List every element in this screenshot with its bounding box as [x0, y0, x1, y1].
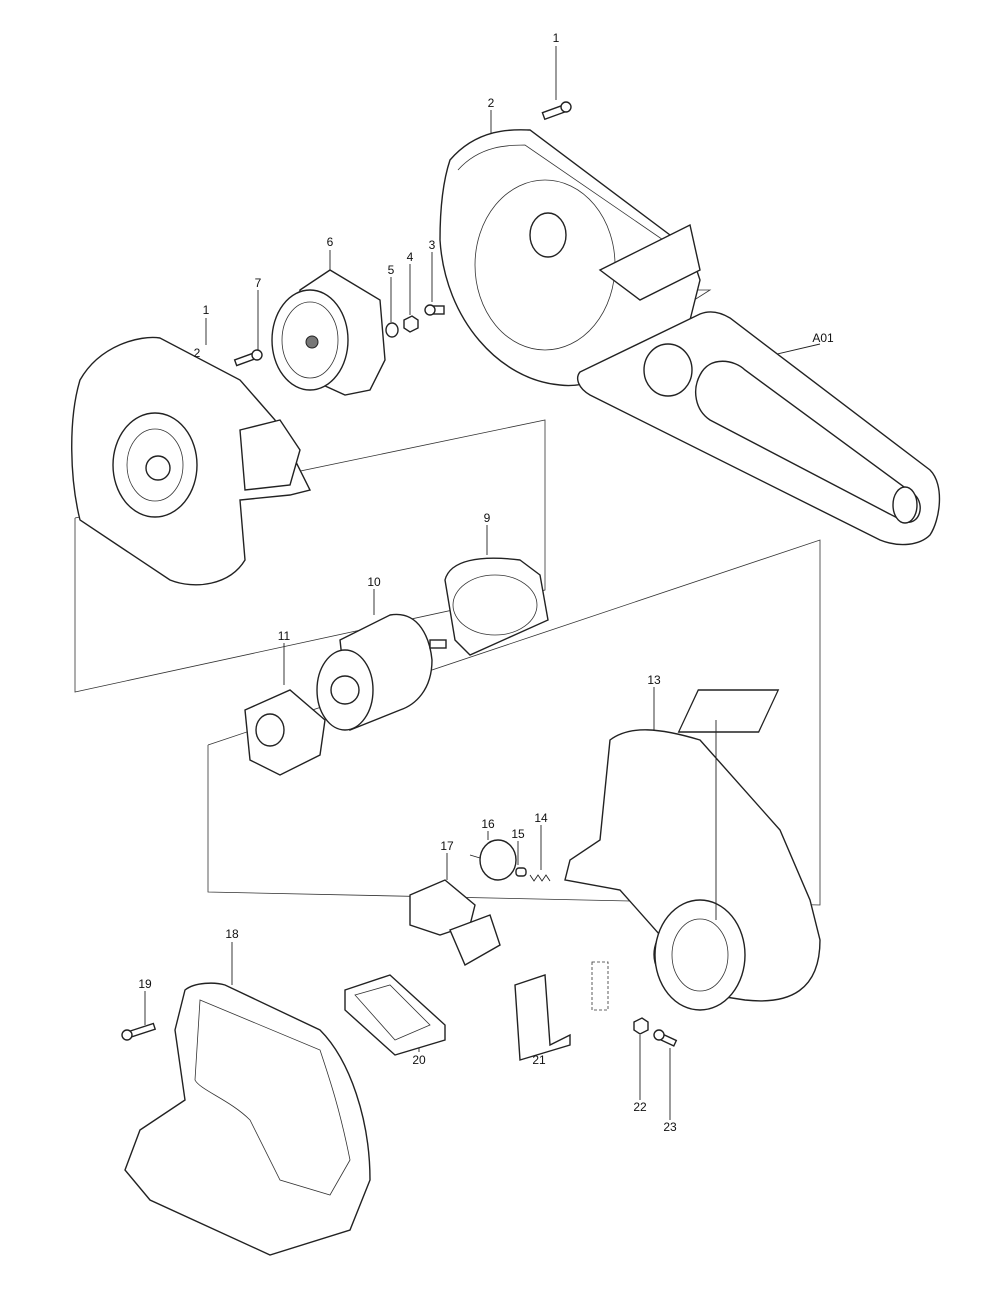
label-1-left: 1 [203, 303, 210, 317]
part-a01-nozzle-kit [577, 311, 941, 546]
label-13: 13 [647, 673, 661, 687]
part-17-switch [409, 853, 501, 966]
part-2-fan-housing-lower [71, 318, 312, 586]
label-6: 6 [327, 235, 334, 249]
group-outline-fan [74, 419, 546, 693]
part-16-switch-knob [469, 831, 517, 881]
label-16: 16 [481, 817, 495, 831]
label-3: 3 [429, 238, 436, 252]
part-6-fan [271, 250, 386, 396]
label-5: 5 [388, 263, 395, 277]
part-18-handle-cover [124, 942, 371, 1256]
label-1-top: 1 [553, 31, 560, 45]
label-4: 4 [407, 250, 414, 264]
label-22: 22 [633, 1100, 647, 1114]
part-23-screw [653, 1029, 678, 1120]
label-2-top: 2 [488, 96, 495, 110]
part-14-spring [529, 825, 551, 882]
part-7-screw [233, 290, 263, 367]
part-10-motor [316, 589, 447, 731]
group-outline-housing [207, 539, 821, 906]
label-2-left: 2 [194, 346, 201, 360]
label-19: 19 [138, 977, 152, 991]
label-10: 10 [367, 575, 381, 589]
part-5-washer [385, 277, 399, 338]
part-21-bracket [514, 961, 609, 1061]
part-9-motor-holder [444, 525, 549, 656]
part-1-screw-top [541, 46, 572, 121]
label-21: 21 [532, 1053, 546, 1067]
label-17: 17 [440, 839, 454, 853]
part-22-nut [633, 1017, 649, 1100]
label-23: 23 [663, 1120, 677, 1134]
part-4-nut [403, 264, 419, 333]
part-13-motor-housing [564, 687, 821, 1011]
part-2-fan-housing-upper [439, 110, 701, 387]
label-a01: A01 [812, 331, 834, 345]
label-11: 11 [278, 629, 291, 643]
label-15: 15 [511, 827, 525, 841]
label-18: 18 [225, 927, 239, 941]
part-19-screw [121, 991, 157, 1041]
part-20-controller [344, 974, 446, 1056]
part-15-pin [515, 841, 527, 877]
label-9: 9 [484, 511, 491, 525]
label-14: 14 [534, 811, 548, 825]
label-20: 20 [412, 1053, 426, 1067]
part-3-screw [424, 252, 445, 316]
label-7: 7 [255, 276, 262, 290]
part-11-brush-holder [244, 643, 326, 776]
